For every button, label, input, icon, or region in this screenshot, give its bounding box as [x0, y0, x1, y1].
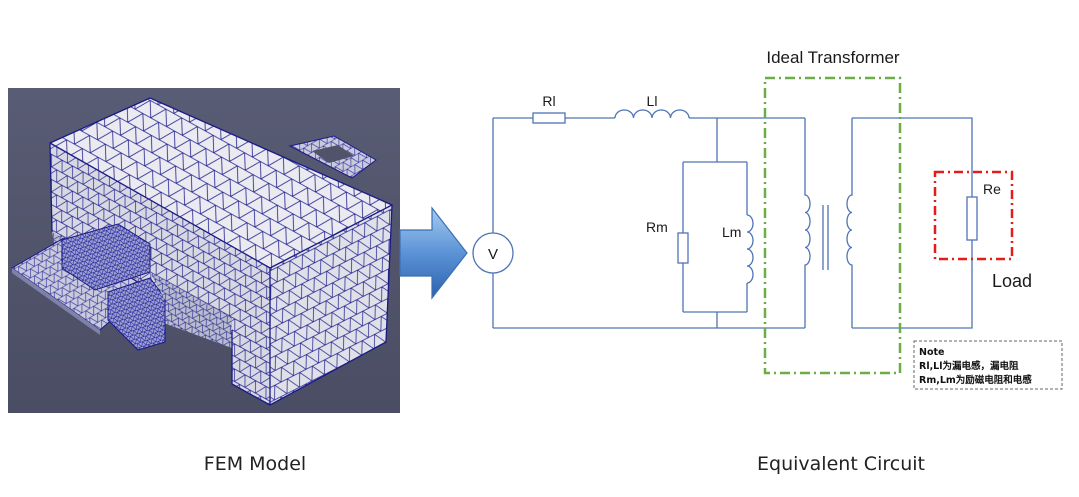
- label-lm: Lm: [722, 224, 741, 240]
- core-top-face: [50, 98, 392, 268]
- core-outline: [49, 97, 393, 406]
- resistor-rm: [677, 232, 689, 264]
- label-rm: Rm: [646, 219, 668, 235]
- voltage-source-symbol: [472, 232, 514, 274]
- resistor-re: [966, 196, 978, 241]
- load-label: Load: [992, 271, 1032, 291]
- flange-hole: [312, 145, 354, 163]
- load-box: [933, 170, 1014, 261]
- note-title: Note: [919, 347, 944, 358]
- label-rl: Rl: [542, 93, 555, 109]
- inductor-lm: [746, 214, 754, 284]
- transformer-core: [822, 205, 829, 270]
- equivalent-circuit: V Rl Ll Rm Lm Re Ideal Transformer Load …: [472, 48, 1063, 390]
- right-arrow-icon: [399, 206, 468, 300]
- ideal-transformer-box: [763, 76, 902, 375]
- voltage-source-label: V: [488, 246, 498, 263]
- inductor-ll: [614, 109, 690, 119]
- winding-sweep: [150, 272, 232, 332]
- ideal-transformer-label: Ideal Transformer: [766, 48, 900, 67]
- core-left-face: [50, 143, 270, 405]
- primary-winding: [804, 118, 811, 328]
- note-line-2: Rm,Lm为励磁电阻和电感: [919, 374, 1032, 386]
- winding-block-lower: [107, 277, 166, 351]
- circuit-caption: Equivalent Circuit: [757, 453, 925, 475]
- note-border: [913, 340, 1063, 390]
- wire-magnetizing-branch: [682, 118, 748, 328]
- wire-secondary-loop: [852, 117, 973, 329]
- resistor-rl: [532, 112, 566, 124]
- note-box: Note Rl,Ll为漏电感，漏电阻 Rm,Lm为励磁电阻和电感: [913, 340, 1063, 390]
- label-re: Re: [983, 181, 1001, 197]
- fem-model: [8, 88, 400, 413]
- fem-caption: FEM Model: [204, 453, 306, 475]
- secondary-winding: [846, 118, 853, 328]
- lead-plate-edge: [12, 268, 100, 335]
- note-line-1: Rl,Ll为漏电感，漏电阻: [919, 360, 1019, 372]
- label-ll: Ll: [647, 93, 658, 109]
